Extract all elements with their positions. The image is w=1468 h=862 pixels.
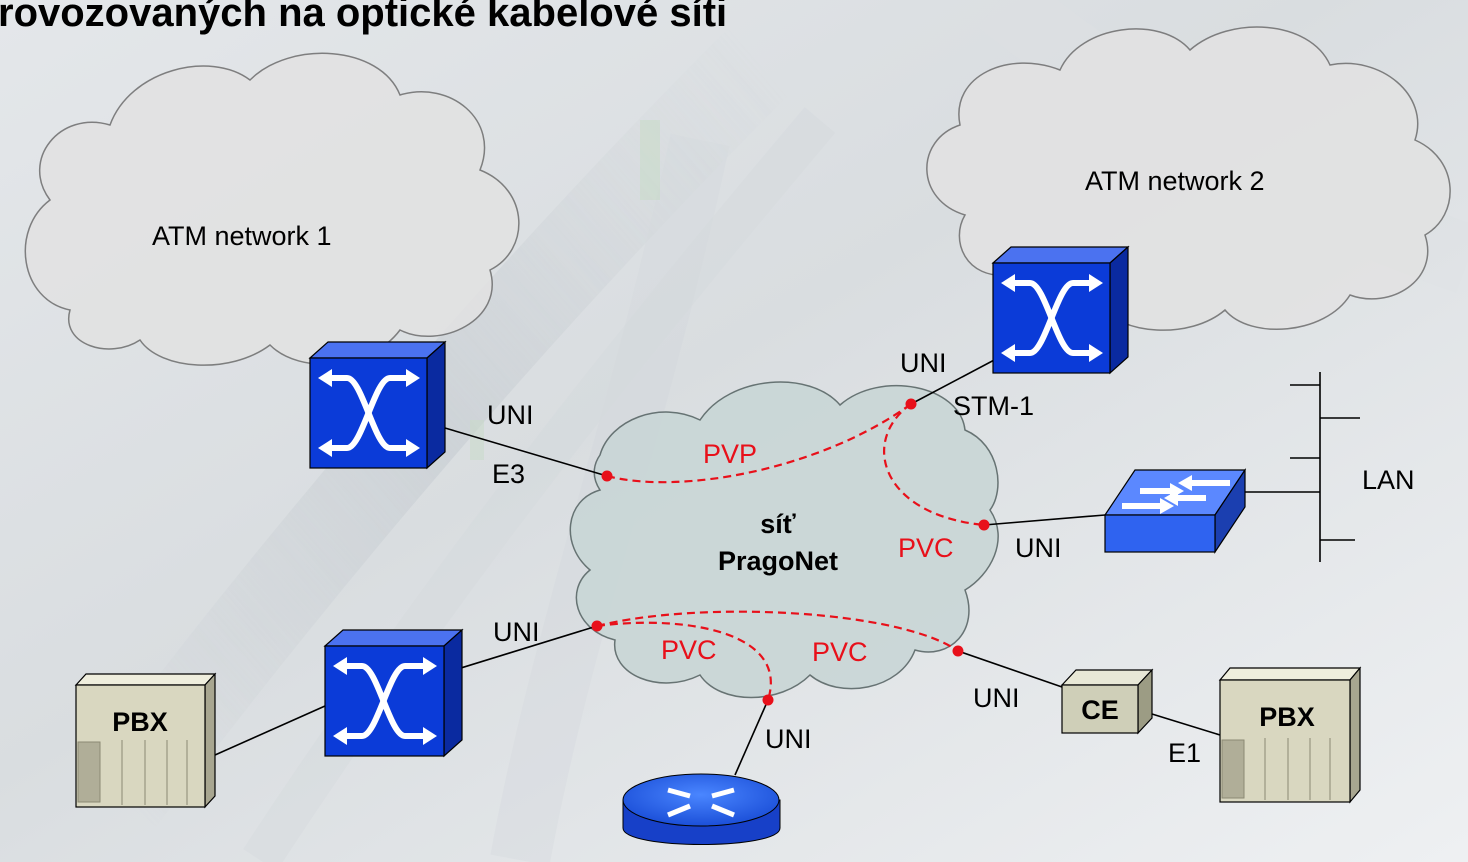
circuit-endpoints <box>591 398 990 706</box>
uni-ce-label: UNI <box>973 683 1020 713</box>
atm-switch-3 <box>323 628 464 758</box>
pvc-router-label: PVC <box>661 635 717 665</box>
physical-links <box>214 357 1360 776</box>
uni-left-switch-label: UNI <box>493 617 540 647</box>
uni-router-label: UNI <box>765 724 812 754</box>
router-arrows-icon <box>667 787 735 818</box>
pvp-path <box>606 403 912 484</box>
e1-label: E1 <box>1168 738 1201 768</box>
pbx-left-label: PBX <box>112 707 168 737</box>
pbx-right: PBX <box>1218 666 1362 804</box>
pbx-right-label: PBX <box>1259 702 1315 732</box>
pvc-lan-path <box>883 403 985 527</box>
ce-label: CE <box>1081 695 1119 725</box>
virtual-circuits <box>596 403 985 701</box>
pvp-label: PVP <box>703 439 757 469</box>
e3-label: E3 <box>492 459 525 489</box>
pbx-left: PBX <box>74 672 217 809</box>
uni-atm1-label: UNI <box>487 400 534 430</box>
atm-network-2-label: ATM network 2 <box>1085 166 1265 196</box>
uni-atm2-label: UNI <box>900 348 947 378</box>
atm-network-1-cloud <box>24 52 520 366</box>
pragonet-cloud <box>569 381 999 699</box>
pragonet-label-line2: PragoNet <box>718 546 838 576</box>
pvc-router-path <box>596 621 772 701</box>
stm1-label: STM-1 <box>953 391 1034 421</box>
slide-title: rovozovaných na optické kabelové síti <box>0 0 727 35</box>
pvc-ce-label: PVC <box>812 637 868 667</box>
pvc-lan-label: PVC <box>898 533 954 563</box>
lan-switch <box>1103 468 1247 554</box>
atm-network-1-label: ATM network 1 <box>152 221 332 251</box>
atm-switch-2 <box>991 245 1130 375</box>
switch-arrows-icon <box>1122 475 1230 514</box>
atm-switch-icon <box>325 375 413 451</box>
atm-switch-1 <box>308 340 447 470</box>
router <box>622 773 781 845</box>
ce-device: CE <box>1060 668 1154 735</box>
uni-lan-label: UNI <box>1015 533 1062 563</box>
pragonet-label-line1: síť <box>760 509 796 539</box>
pvc-ce-path <box>596 610 959 652</box>
lan-label: LAN <box>1362 465 1415 495</box>
